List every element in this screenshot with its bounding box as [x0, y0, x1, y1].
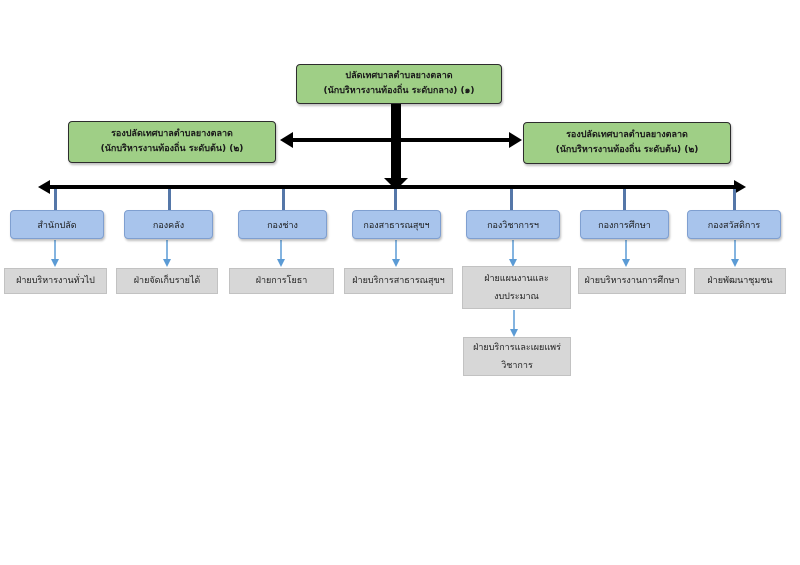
division-box-2: กองคลัง: [124, 210, 213, 239]
deputy-right-subtitle: (นักบริหารงานท้องถิ่น ระดับต้น) (๒): [555, 145, 699, 155]
deputy-box-left: รองปลัดเทศบาลตำบลยางตลาด (นักบริหารงานท้…: [68, 121, 276, 163]
unit-name: ฝ่ายบริการสาธารณสุขฯ: [352, 276, 445, 286]
division-name: กองวิชาการฯ: [487, 220, 539, 231]
unit-box-3: ฝ่ายการโยธา: [229, 268, 334, 294]
deputy-left-title: รองปลัดเทศบาลตำบลยางตลาด: [111, 129, 233, 139]
sub-unit-box: ฝ่ายบริการและเผยแพร่ วิชาการ: [463, 337, 571, 376]
unit-box-5: ฝ่ายแผนงานและ งบประมาณ: [462, 266, 571, 309]
division-box-3: กองช่าง: [238, 210, 327, 239]
division-name: กองคลัง: [152, 220, 185, 231]
drop-line-3: [282, 189, 285, 210]
head-subtitle: (นักบริหารงานท้องถิ่น ระดับกลาง) (๑): [323, 86, 475, 96]
drop-line-7: [733, 189, 736, 210]
division-name: กองสวัสดิการ: [707, 220, 761, 231]
main-trunk-line: [391, 104, 401, 182]
unit-name: ฝ่ายจัดเก็บรายได้: [133, 276, 201, 286]
division-box-7: กองสวัสดิการ: [687, 210, 781, 239]
drop-line-5: [510, 189, 513, 210]
drop-line-2: [168, 189, 171, 210]
division-box-1: สำนักปลัด: [10, 210, 104, 239]
deputy-left-subtitle: (นักบริหารงานท้องถิ่น ระดับต้น) (๒): [100, 144, 244, 154]
unit-name-line-2: งบประมาณ: [494, 291, 539, 302]
drop-line-1: [54, 189, 57, 210]
bus-left-arrowhead: [38, 180, 50, 194]
deputy-right-arrowhead: [509, 132, 522, 148]
division-name: สำนักปลัด: [37, 220, 77, 231]
sub-unit-name-line-1: ฝ่ายบริการและเผยแพร่: [473, 342, 561, 353]
division-box-4: กองสาธารณสุขฯ: [352, 210, 441, 239]
unit-box-6: ฝ่ายบริหารงานการศึกษา: [578, 268, 686, 294]
sub-unit-name-line-2: วิชาการ: [501, 360, 533, 371]
drop-line-4: [394, 189, 397, 210]
division-name: กองการศึกษา: [598, 220, 651, 231]
unit-box-2: ฝ่ายจัดเก็บรายได้: [116, 268, 218, 294]
division-name: กองช่าง: [267, 220, 298, 231]
unit-name-line-1: ฝ่ายแผนงานและ: [484, 273, 549, 284]
unit-box-1: ฝ่ายบริหารงานทั่วไป: [4, 268, 107, 294]
deputy-box-right: รองปลัดเทศบาลตำบลยางตลาด (นักบริหารงานท้…: [523, 122, 731, 164]
deputy-right-title: รองปลัดเทศบาลตำบลยางตลาด: [566, 130, 688, 140]
head-title: ปลัดเทศบาลตำบลยางตลาด: [345, 71, 453, 81]
unit-name: ฝ่ายพัฒนาชุมชน: [707, 276, 773, 286]
bus-right-arrowhead: [734, 180, 746, 194]
unit-name: ฝ่ายบริหารงานทั่วไป: [16, 276, 95, 286]
division-name: กองสาธารณสุขฯ: [363, 220, 430, 231]
unit-box-7: ฝ่ายพัฒนาชุมชน: [694, 268, 786, 294]
trunk-arrowhead: [384, 178, 408, 190]
head-box: ปลัดเทศบาลตำบลยางตลาด (นักบริหารงานท้องถ…: [296, 64, 502, 104]
division-box-6: กองการศึกษา: [580, 210, 669, 239]
drop-line-6: [623, 189, 626, 210]
unit-name: ฝ่ายการโยธา: [255, 276, 308, 286]
unit-name: ฝ่ายบริหารงานการศึกษา: [584, 276, 680, 286]
division-box-5: กองวิชาการฯ: [466, 210, 560, 239]
unit-box-4: ฝ่ายบริการสาธารณสุขฯ: [344, 268, 453, 294]
deputy-left-arrowhead: [280, 132, 293, 148]
